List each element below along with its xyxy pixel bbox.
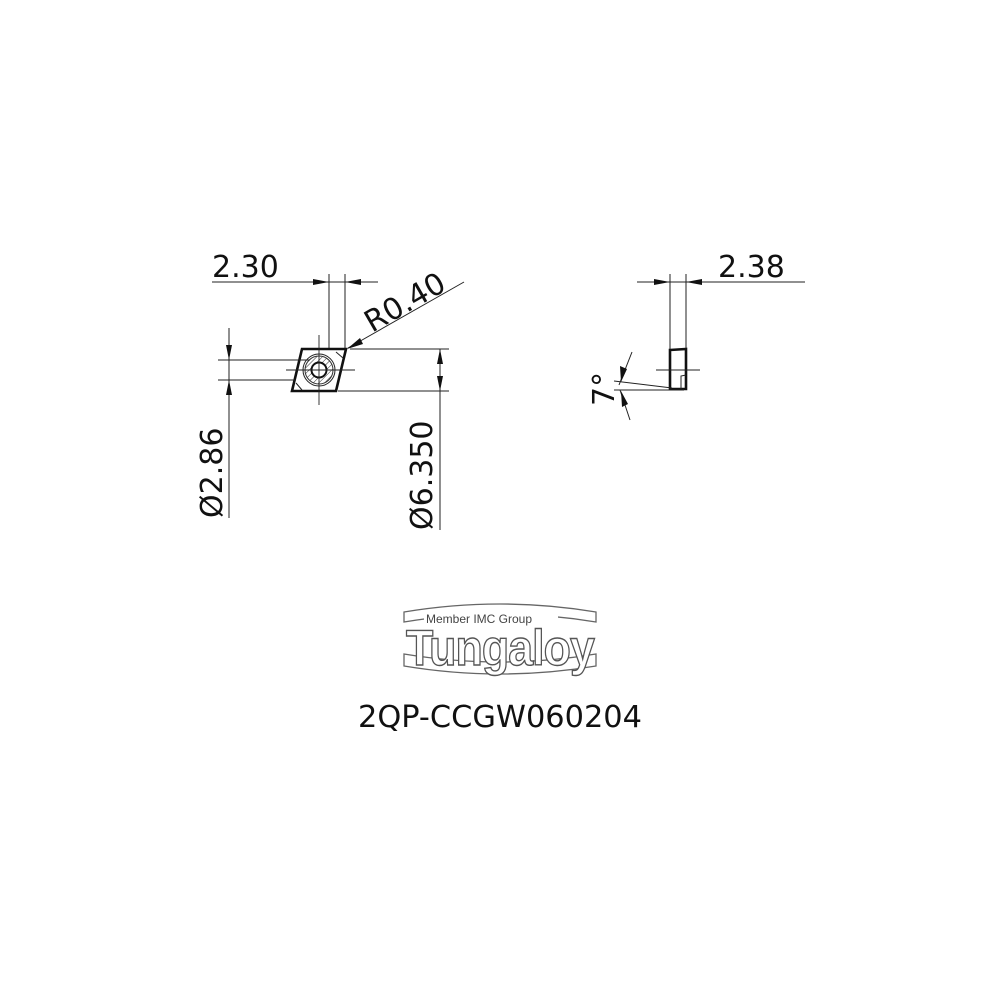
dimension-label-clearance-angle: 7° [587, 372, 622, 406]
part-number-title: 2QP-CCGW060204 [358, 700, 642, 735]
dimension-label-hole-diameter: Ø2.86 [195, 428, 230, 518]
arrow-icon [654, 279, 670, 285]
arrow-icon [621, 391, 628, 407]
arrow-icon [437, 349, 443, 364]
front-view: 2.30 R0.40 Ø2.86 [195, 250, 465, 531]
logo-tagline: Member IMC Group [426, 612, 532, 626]
arrow-icon [345, 279, 361, 285]
insert-side-outline [668, 347, 688, 391]
chipbreaker-edge [680, 374, 687, 389]
arrow-icon [437, 376, 443, 391]
side-view: 2.38 7° [587, 250, 805, 421]
arrow-icon [686, 279, 702, 285]
dimension-label-inscribed-circle: Ø6.350 [405, 421, 440, 531]
logo-brand-text: Tungaloy [406, 620, 595, 676]
logo-bottom-arc [403, 653, 597, 675]
corner-edge [295, 382, 303, 391]
angle-line [613, 380, 673, 389]
arrow-icon [620, 366, 627, 382]
arrow-icon [226, 345, 232, 360]
insert-outline [290, 347, 348, 393]
tungaloy-logo: Tungaloy Member IMC Group [403, 603, 597, 677]
leader-line-radius [347, 281, 465, 349]
arrow-icon [347, 338, 363, 349]
dimension-label-thickness: 2.38 [718, 250, 785, 285]
dimension-label-land-width: 2.30 [212, 250, 279, 285]
corner-edge [335, 351, 344, 359]
arrow-icon [226, 380, 232, 395]
arrow-icon [313, 279, 329, 285]
logo-tagline-bg [424, 612, 558, 626]
dimension-label-corner-radius: R0.40 [359, 266, 452, 340]
